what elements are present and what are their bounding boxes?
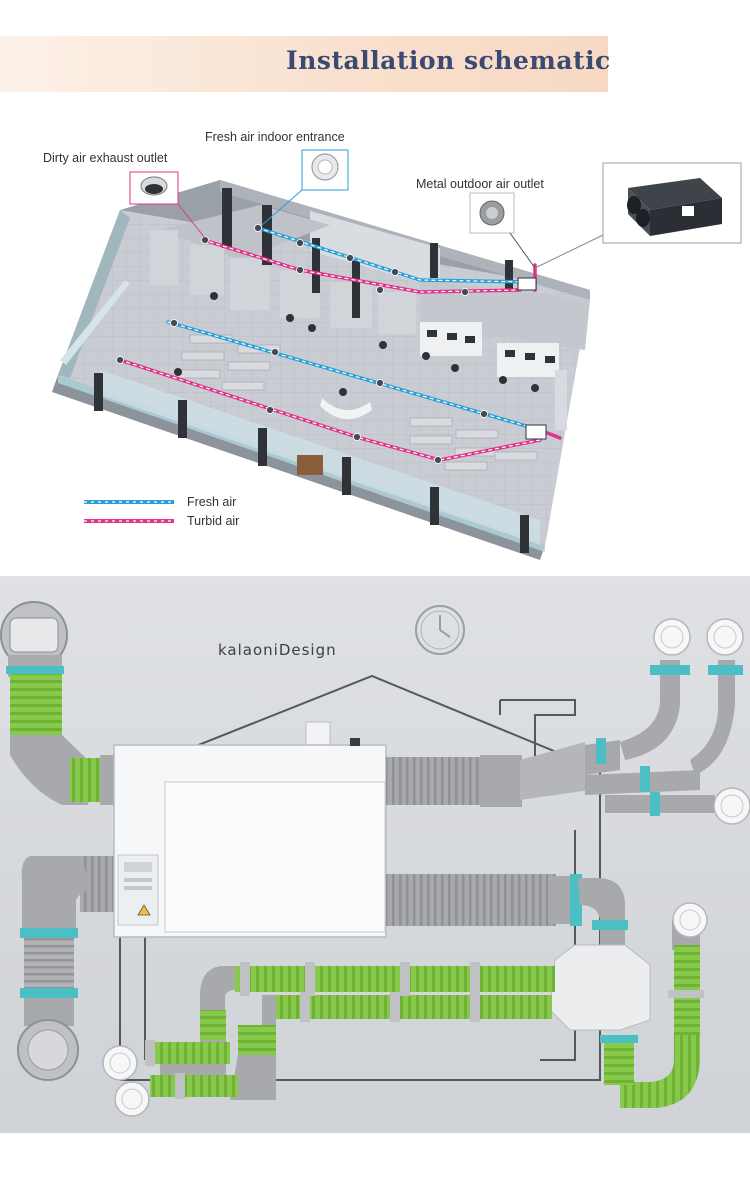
terminal-vent-icon <box>114 1081 150 1117</box>
terminal-vent-icon <box>653 618 691 656</box>
callout-ventilator-unit <box>534 162 742 269</box>
header-band <box>0 36 608 92</box>
installation-demo-photo <box>0 576 750 1133</box>
left-bottom-duct <box>17 856 120 1081</box>
callout-label-dirty-air-exhaust-outlet: Dirty air exhaust outlet <box>43 151 168 165</box>
fresh-air-ducts <box>166 226 542 432</box>
page-title: Installation schematic <box>286 46 611 75</box>
ventilator-unit-icon <box>517 277 537 291</box>
callout-label-metal-outdoor-air-outlet: Metal outdoor air outlet <box>416 177 544 191</box>
callout-dirty-air-exhaust <box>129 171 206 239</box>
left-top-duct <box>0 601 116 805</box>
callout-fresh-air-entrance <box>261 149 349 226</box>
right-green-duct <box>600 920 704 1108</box>
ceiling-vents <box>116 224 488 464</box>
green-branch-ducts <box>145 962 555 1100</box>
top-right-duct-bundle <box>386 660 743 816</box>
terminal-vent-icon <box>706 618 744 656</box>
legend-label-fresh-air: Fresh air <box>187 495 237 509</box>
terminal-vent-icon <box>102 1045 138 1081</box>
ventilator-unit-icon <box>525 424 547 440</box>
clock-icon <box>415 605 465 655</box>
brand-text: kalaoniDesign <box>218 641 337 659</box>
callout-metal-outdoor-outlet <box>469 192 536 269</box>
legend-label-turbid-air: Turbid air <box>187 514 240 528</box>
middle-duct-to-box <box>386 874 651 1031</box>
terminal-vent-icon <box>713 787 750 825</box>
callout-label-fresh-air-indoor-entrance: Fresh air indoor entrance <box>205 130 345 144</box>
ventilator-unit <box>113 721 387 938</box>
terminal-vent-icon <box>672 902 708 938</box>
installation-schematic-illustration <box>52 149 742 560</box>
turbid-air-ducts <box>118 240 562 462</box>
